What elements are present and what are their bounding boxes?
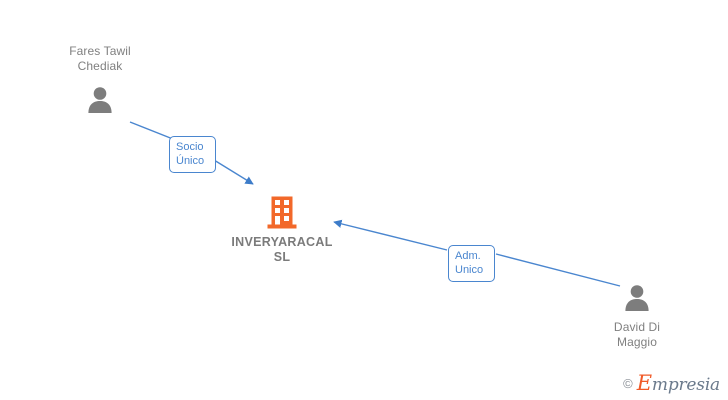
person-icon — [25, 84, 175, 114]
edge-label-socio-unico[interactable]: Socio Único — [169, 136, 216, 173]
node-label-company: INVERYARACAL SL — [231, 235, 333, 264]
node-company-inveryaracal-sl[interactable]: INVERYARACAL SL — [207, 196, 357, 265]
node-person-david-di-maggio[interactable]: David Di Maggio — [562, 282, 712, 350]
copyright-icon: © — [623, 376, 633, 391]
node-label-david: David Di Maggio — [613, 320, 661, 349]
empresia-logo-rest: mpresia — [651, 375, 720, 395]
building-icon — [207, 196, 357, 229]
person-icon — [562, 282, 712, 312]
empresia-logo: Empresia — [637, 373, 720, 394]
node-label-fares: Fares Tawil Chediak — [69, 44, 131, 73]
edge-label-adm-unico[interactable]: Adm. Unico — [448, 245, 495, 282]
empresia-logo-initial: E — [636, 371, 652, 395]
node-person-fares-tawil-chediak[interactable]: Fares Tawil Chediak — [25, 44, 175, 114]
empresia-watermark: © Empresia — [623, 373, 720, 394]
